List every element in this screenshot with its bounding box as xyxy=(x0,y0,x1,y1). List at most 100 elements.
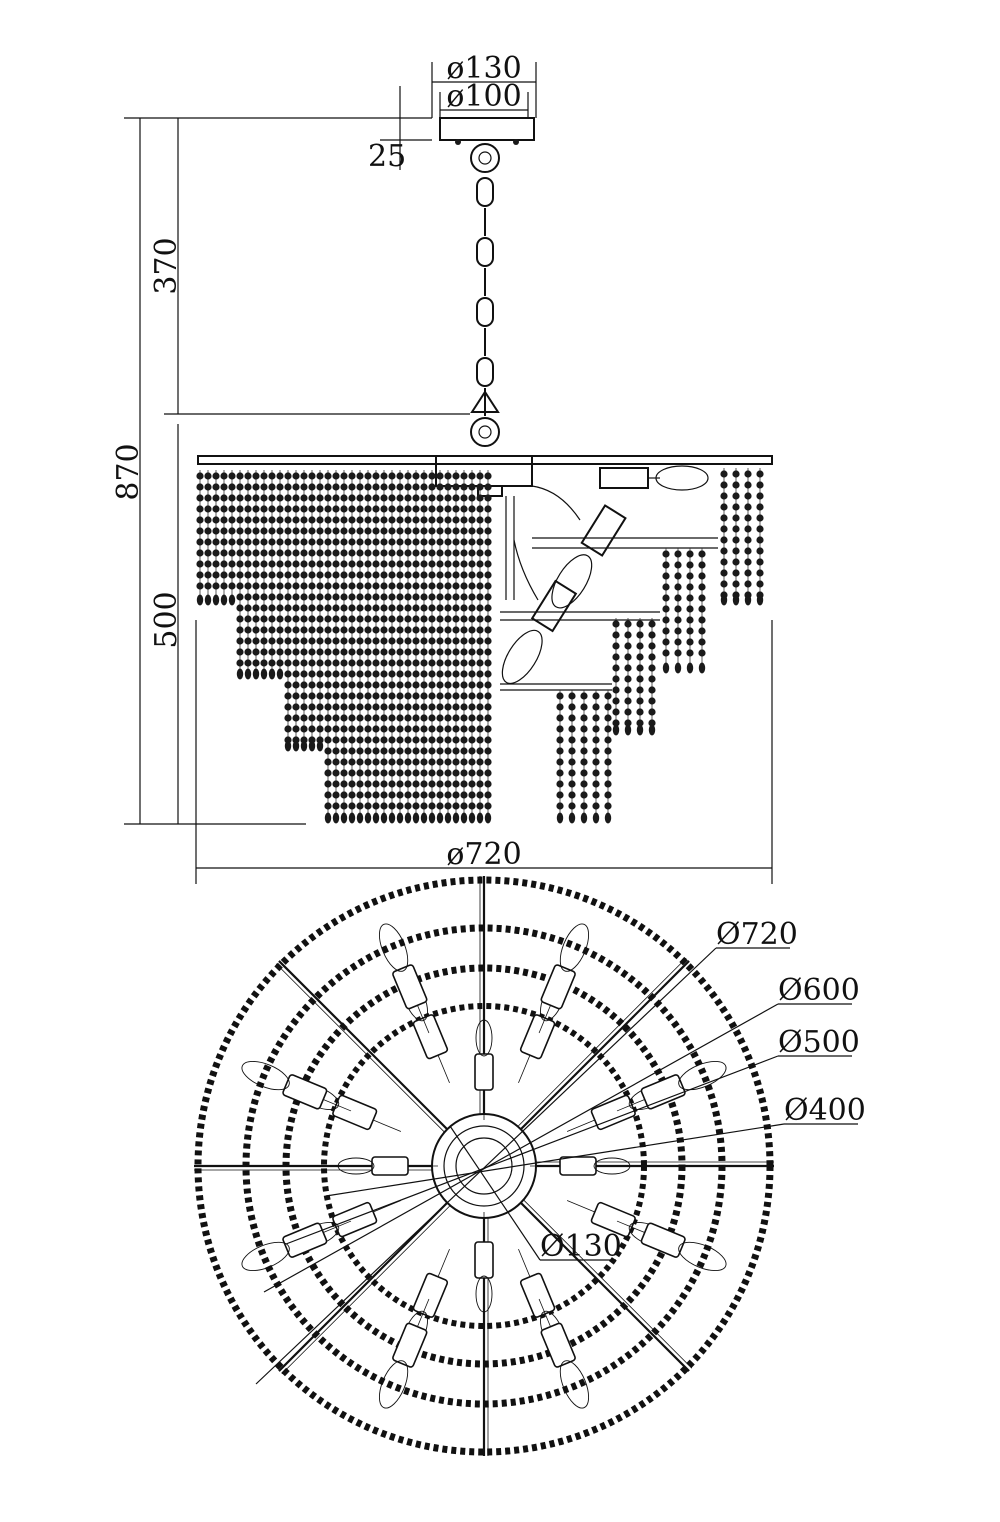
crystal-strand xyxy=(468,470,476,824)
crystal-strand xyxy=(556,690,564,824)
crystal-strand xyxy=(412,470,420,824)
crystal-strand xyxy=(324,470,332,824)
lamp-holder xyxy=(474,1019,494,1120)
top-lamps xyxy=(241,923,727,1409)
crystal-strand xyxy=(636,618,644,736)
dim-canopy-height: 25 xyxy=(368,139,406,174)
dim-total-height: 870 xyxy=(111,443,146,500)
crystal-strands xyxy=(196,468,764,824)
canopy xyxy=(439,117,535,145)
frame-spoke xyxy=(519,1201,690,1372)
dim-canopy-inner: ø100 xyxy=(446,79,521,114)
chain-link xyxy=(476,177,494,207)
crystal-strand xyxy=(428,470,436,824)
crystal-strand xyxy=(460,470,468,824)
crystal-strand xyxy=(212,470,220,606)
crystal-strand xyxy=(436,470,444,824)
crystal-strand xyxy=(340,470,348,824)
crystal-strand xyxy=(476,470,484,824)
lamp-holder xyxy=(241,1060,352,1112)
crystal-strand xyxy=(348,470,356,824)
crystal-strand xyxy=(228,470,236,606)
hub-inner xyxy=(455,1137,513,1195)
lamp-holder xyxy=(530,1156,631,1176)
frame-spokes xyxy=(194,876,774,1456)
crystal-strand xyxy=(388,470,396,824)
frame-spoke xyxy=(278,960,449,1131)
lamp-holder xyxy=(538,923,590,1034)
crystal-strand xyxy=(284,470,292,752)
crystal-strand xyxy=(420,470,428,824)
top-dimensions: Ø720 Ø600 Ø500 Ø400 Ø130 xyxy=(255,917,866,1385)
crystal-strand xyxy=(698,548,706,674)
dim-canopy-outer: ø130 xyxy=(446,51,521,86)
crystal-strand xyxy=(300,470,308,752)
crystal-strand xyxy=(268,470,276,680)
chain-hook xyxy=(470,390,500,413)
chain-loop xyxy=(470,143,500,447)
crystal-strand xyxy=(452,470,460,824)
crystal-strand xyxy=(604,690,612,824)
side-dimensions: ø130 ø100 25 870 370 500 ø720 xyxy=(111,51,773,884)
crystal-strand xyxy=(662,548,670,674)
crystal-strand xyxy=(316,470,324,752)
dim-ring-600: Ø600 xyxy=(778,973,860,1008)
crystal-strand xyxy=(332,470,340,824)
crystal-strand xyxy=(720,468,728,606)
chain-link xyxy=(476,297,494,327)
lamp-holder xyxy=(474,1212,494,1313)
crystal-strand xyxy=(568,690,576,824)
lamp-holder xyxy=(538,1298,590,1409)
lamp-holder xyxy=(616,1220,727,1272)
crystal-strand xyxy=(244,470,252,680)
dim-chain-length: 370 xyxy=(149,237,184,294)
dim-ring-720: Ø720 xyxy=(716,917,798,952)
lamp-3 xyxy=(501,579,578,684)
crystal-strand xyxy=(364,470,372,824)
hub-ring xyxy=(443,1125,525,1207)
chain xyxy=(470,177,500,416)
dim-ring-500: Ø500 xyxy=(778,1025,860,1060)
crystal-strand xyxy=(308,470,316,752)
crystal-strand xyxy=(612,618,620,736)
crystal-strand xyxy=(756,468,764,606)
crystal-strand xyxy=(372,470,380,824)
lamps xyxy=(501,465,709,684)
lamp-1 xyxy=(599,465,709,491)
crystal-strand xyxy=(396,470,404,824)
crystal-strand xyxy=(220,470,228,606)
crystal-strand xyxy=(444,470,452,824)
crystal-strand xyxy=(686,548,694,674)
crystal-strand xyxy=(236,470,244,680)
lamp-holder xyxy=(378,1298,430,1409)
crystal-strand xyxy=(484,470,492,824)
frame-spoke xyxy=(519,960,690,1131)
lamp-holder xyxy=(241,1220,352,1272)
crystal-strand xyxy=(580,690,588,824)
crystal-strand xyxy=(744,468,752,606)
crystal-strand xyxy=(674,548,682,674)
frame-spoke xyxy=(278,1201,449,1372)
lamp-holder xyxy=(337,1156,438,1176)
lamp-holder xyxy=(616,1060,727,1112)
crystal-strand xyxy=(196,470,204,606)
crystal-strand xyxy=(648,618,656,736)
crystal-strand xyxy=(404,470,412,824)
crystal-strand xyxy=(252,470,260,680)
dim-center-130: Ø130 xyxy=(540,1229,622,1264)
crystal-strand xyxy=(292,470,300,752)
crystal-strand xyxy=(592,690,600,824)
chain-link xyxy=(476,357,494,387)
dim-body-height: 500 xyxy=(149,591,184,648)
crystal-strand xyxy=(356,470,364,824)
side-view: ø130 ø100 25 870 370 500 ø720 xyxy=(111,51,773,884)
dim-ring-400: Ø400 xyxy=(784,1093,866,1128)
crystal-strand xyxy=(276,470,284,680)
crystal-strand xyxy=(732,468,740,606)
crystal-strand xyxy=(204,470,212,606)
chain-link xyxy=(476,237,494,267)
crystal-strand xyxy=(260,470,268,680)
frame xyxy=(197,455,773,691)
lamp-holder xyxy=(378,923,430,1034)
